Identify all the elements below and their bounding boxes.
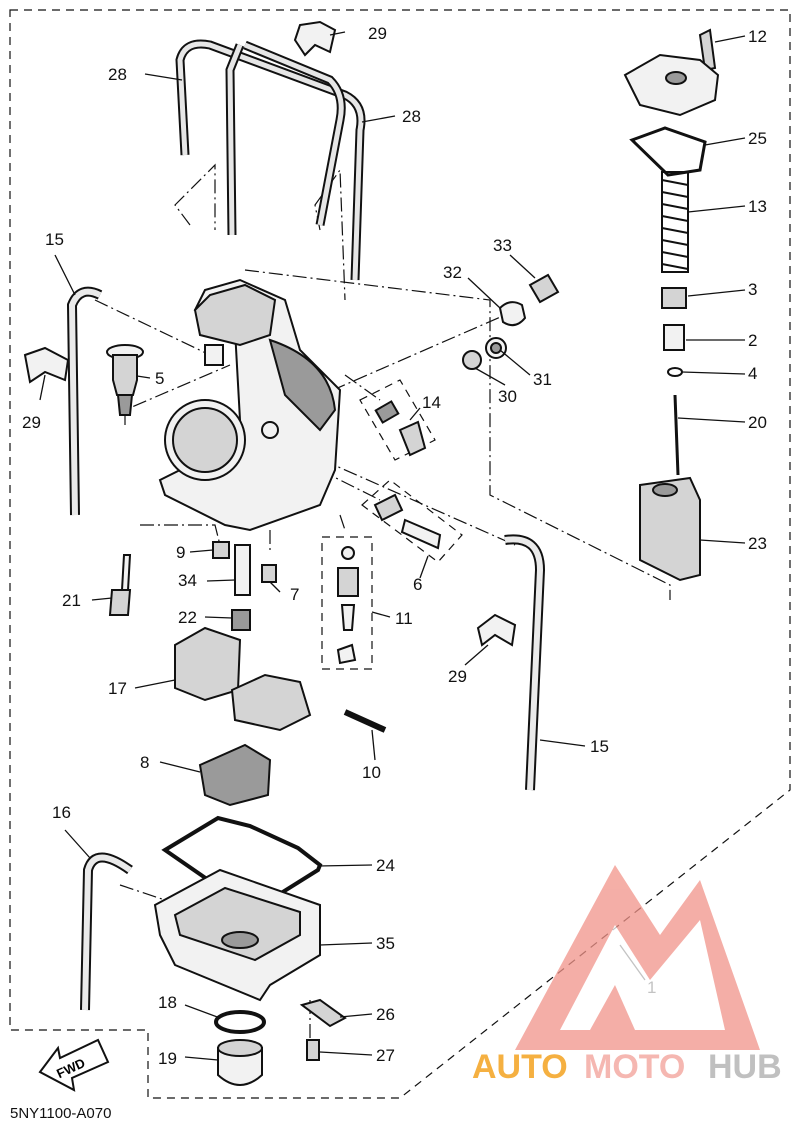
label-26: 26 (376, 1005, 395, 1024)
label-25: 25 (748, 129, 767, 148)
watermark-moto: MOTO (584, 1048, 685, 1086)
small-jets (108, 541, 277, 631)
watermark-text: AUTO MOTO HUB (472, 1048, 782, 1086)
label-4: 4 (748, 364, 757, 383)
vent-hose-15-left (66, 286, 103, 516)
label-12: 12 (748, 27, 767, 46)
drain-plug-19 (217, 1039, 263, 1086)
label-29a: 29 (368, 24, 387, 43)
label-22: 22 (178, 608, 197, 627)
o-ring-18 (214, 1010, 266, 1034)
label-28b: 28 (402, 107, 421, 126)
spring-13 (661, 171, 689, 273)
label-18: 18 (158, 993, 177, 1012)
label-19: 19 (158, 1049, 177, 1068)
label-2: 2 (748, 331, 757, 350)
watermark-auto: AUTO (472, 1048, 568, 1086)
diagram-code: 5NY1100-A070 (10, 1105, 111, 1122)
label-32: 32 (443, 263, 462, 282)
label-17: 17 (108, 679, 127, 698)
accelerator-pump-17 (174, 626, 312, 732)
overflow-hose-28 (175, 39, 366, 281)
label-31: 31 (533, 370, 552, 389)
needle-holder-3-2-4 (661, 287, 687, 377)
fwd-arrow-icon: FWD (38, 1038, 110, 1092)
watermark-hub: HUB (708, 1048, 782, 1086)
label-9: 9 (176, 543, 185, 562)
pin-10 (343, 709, 387, 733)
label-27: 27 (376, 1046, 395, 1065)
throttle-stop-screw-6 (361, 479, 463, 563)
jet-needle-20 (673, 394, 680, 476)
label-33: 33 (493, 236, 512, 255)
float-chamber-35 (153, 868, 321, 1002)
leader-lines (39, 31, 746, 1061)
hose-clip-29-left (23, 346, 70, 384)
label-15b: 15 (590, 737, 609, 756)
label-30: 30 (498, 387, 517, 406)
label-11: 11 (395, 609, 413, 628)
label-21: 21 (62, 591, 81, 610)
label-23: 23 (748, 534, 767, 553)
label-8: 8 (140, 753, 149, 772)
label-20: 20 (748, 413, 767, 432)
label-7: 7 (290, 585, 299, 604)
parts-30-33 (462, 273, 560, 370)
part-number-labels: 1 2 3 4 5 6 7 8 9 10 11 12 13 14 15 15 1… (22, 24, 767, 1068)
throttle-valve-23 (639, 476, 701, 582)
top-cover-12 (623, 28, 720, 117)
gasket-25 (629, 126, 707, 177)
needle-valve-set-11 (321, 536, 373, 670)
starter-plunger-5 (106, 344, 144, 416)
label-35: 35 (376, 934, 395, 953)
bracket-26 (299, 998, 347, 1028)
label-29c: 29 (448, 667, 467, 686)
label-3: 3 (748, 280, 757, 299)
label-5: 5 (155, 369, 164, 388)
drain-hose-16 (80, 852, 133, 1011)
label-14: 14 (422, 393, 441, 412)
label-15a: 15 (45, 230, 64, 249)
label-28a: 28 (108, 65, 127, 84)
carburetor-body (158, 278, 342, 532)
label-24: 24 (376, 856, 395, 875)
screw-27 (306, 1039, 320, 1061)
hose-clip-29-right (476, 613, 517, 647)
label-16: 16 (52, 803, 71, 822)
label-29b: 29 (22, 413, 41, 432)
diagram-frame (9, 9, 791, 1099)
hose-clip-29-top (293, 20, 337, 57)
vent-hose-15-right (504, 534, 546, 791)
label-13: 13 (748, 197, 767, 216)
label-34: 34 (178, 571, 197, 590)
pilot-screw-14 (359, 379, 436, 461)
diaphragm-8 (198, 743, 272, 807)
label-6: 6 (413, 575, 422, 594)
watermark-logo (515, 865, 760, 1050)
label-10: 10 (362, 763, 381, 782)
